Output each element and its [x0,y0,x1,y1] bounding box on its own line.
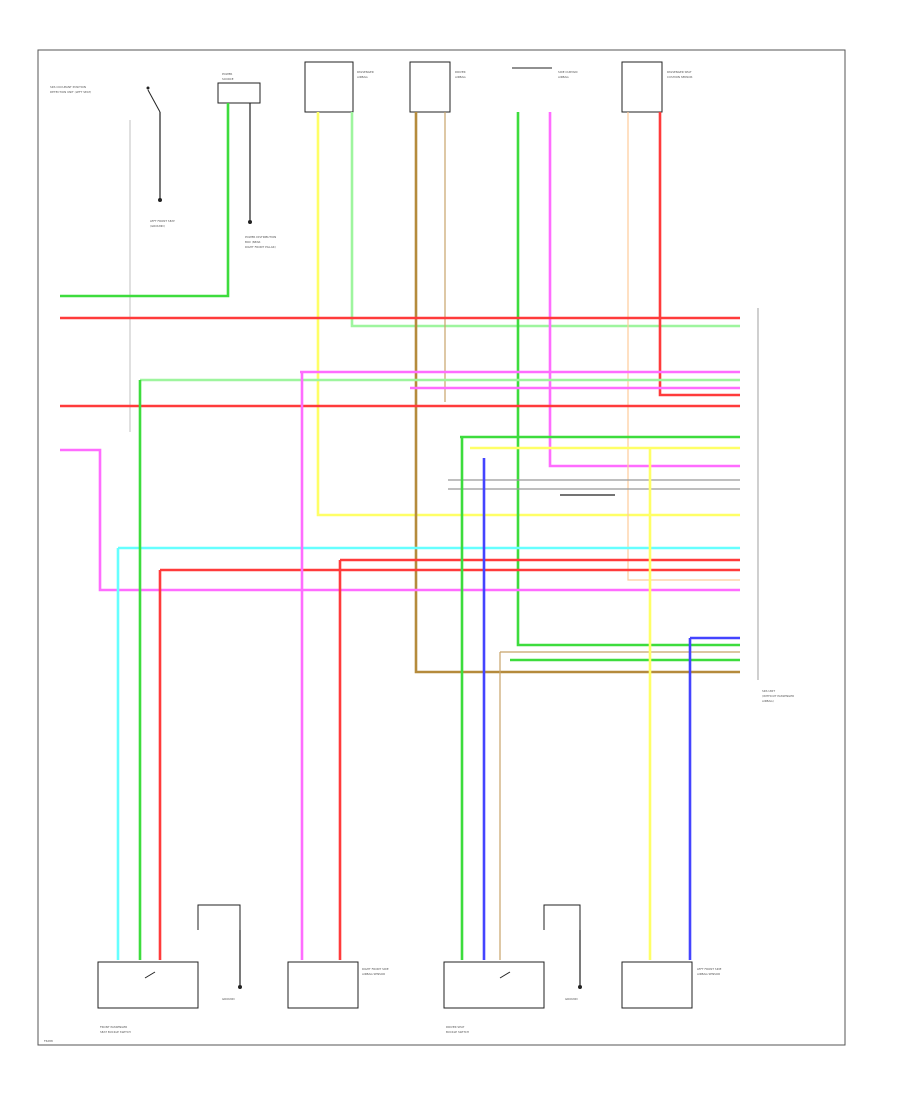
svg-text:SOURCE: SOURCE [222,77,234,81]
svg-text:GROUND: GROUND [565,997,578,1001]
svg-text:BOX (NEAR: BOX (NEAR [245,240,261,244]
svg-text:PASSENGER: PASSENGER [357,70,374,74]
svg-text:SIDE CURTAIN: SIDE CURTAIN [558,70,577,74]
wire-group-top [60,103,740,674]
bottom-component-left-side-sensor: LEFT FRONT SIDE AIRBAG SENSOR [621,961,722,1009]
bottom-component-right-side-sensor: RIGHT FRONT SIDE AIRBAG SENSOR [287,961,389,1009]
svg-text:GROUND: GROUND [222,997,235,1001]
svg-text:CUSHION SENSOR: CUSHION SENSOR [667,75,692,79]
svg-text:SRS OCCUPANT POSITION: SRS OCCUPANT POSITION [50,85,86,89]
svg-text:RIGHT FRONT SIDE: RIGHT FRONT SIDE [362,967,389,971]
svg-text:SEAT BUCKLE SWITCH: SEAT BUCKLE SWITCH [100,1030,131,1034]
svg-text:LEFT FRONT SEAT: LEFT FRONT SEAT [150,219,175,223]
svg-text:POWER DISTRIBUTION: POWER DISTRIBUTION [245,235,276,239]
top-component-passenger-airbag: PASSENGER AIRBAG [304,61,374,113]
top-component-side-curtain-airbag: SIDE CURTAIN AIRBAG [512,67,577,79]
bottom-component-ground-right: GROUND [197,904,242,1001]
bottom-component-ground-left: GROUND [543,904,582,1001]
bottom-component-front-passenger-buckle: FRONT PASSENGER SEAT BUCKLE SWITCH [97,961,199,1034]
svg-text:PASSENGER SEAT: PASSENGER SEAT [667,70,692,74]
svg-text:AIRBAG: AIRBAG [558,75,569,79]
diagram-frame [37,49,846,1046]
svg-text:AIRBAG: AIRBAG [357,75,368,79]
top-component-power: POWER SOURCE POWER DISTRIBUTION BOX (NEA… [217,72,276,249]
svg-text:AIRBAG: AIRBAG [455,75,466,79]
svg-text:FRONT PASSENGER: FRONT PASSENGER [100,1025,127,1029]
page-code: F6288 [44,1039,53,1043]
svg-text:DRIVER SEAT: DRIVER SEAT [446,1025,465,1029]
svg-text:AIRBAG SENSOR: AIRBAG SENSOR [362,972,385,976]
bottom-component-driver-buckle: DRIVER SEAT BUCKLE SWITCH [443,961,545,1034]
svg-text:(WITHOUT PASSENGER: (WITHOUT PASSENGER [762,694,794,698]
svg-text:POWER: POWER [222,72,232,76]
svg-text:SRS UNIT: SRS UNIT [762,689,775,693]
top-component-switch: SRS OCCUPANT POSITION DETECTION UNIT (LE… [50,85,175,228]
svg-text:DETECTION UNIT (LEFT SEAT): DETECTION UNIT (LEFT SEAT) [50,90,91,94]
svg-text:LEFT FRONT SIDE: LEFT FRONT SIDE [697,967,722,971]
svg-text:AIRBAG): AIRBAG) [762,699,774,703]
wire-group-horizontal [60,316,740,662]
svg-text:DRIVER: DRIVER [455,70,466,74]
top-component-passenger-seat-sensor: PASSENGER SEAT CUSHION SENSOR [621,61,692,113]
srs-unit-connector: SRS UNIT (WITHOUT PASSENGER AIRBAG) [757,308,794,703]
svg-text:RIGHT FRONT PILLAR): RIGHT FRONT PILLAR) [245,245,276,249]
svg-text:BUCKLE SWITCH: BUCKLE SWITCH [446,1030,469,1034]
wire-group-bottom [116,372,692,960]
svg-text:(GROUND): (GROUND) [150,224,165,228]
svg-text:AIRBAG SENSOR: AIRBAG SENSOR [697,972,720,976]
top-component-driver-airbag: DRIVER AIRBAG [409,61,466,113]
